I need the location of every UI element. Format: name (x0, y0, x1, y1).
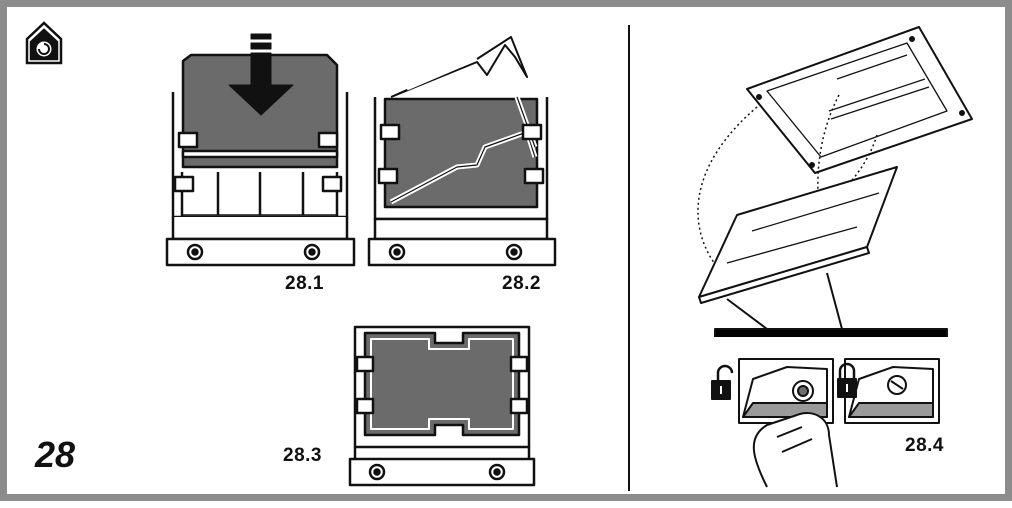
house-fan-icon (25, 21, 63, 65)
page-number: 28 (35, 434, 76, 475)
figure-28-1-drawing (165, 33, 356, 267)
figure-28-4-drawing (697, 26, 973, 488)
figure-label-28-2: 28.2 (502, 273, 541, 294)
padlock-open-icon (711, 364, 734, 400)
down-arrow-icon (228, 33, 294, 116)
figure-label-28-1: 28.1 (285, 273, 324, 294)
illustrations (25, 21, 973, 488)
figure-label-28-3: 28.3 (283, 445, 322, 466)
column-divider (628, 25, 630, 491)
figure-28-2-drawing (367, 36, 557, 267)
figure-28-3-drawing (348, 325, 536, 487)
figure-label-28-4: 28.4 (905, 435, 944, 456)
padlock-closed-icon (837, 362, 857, 398)
